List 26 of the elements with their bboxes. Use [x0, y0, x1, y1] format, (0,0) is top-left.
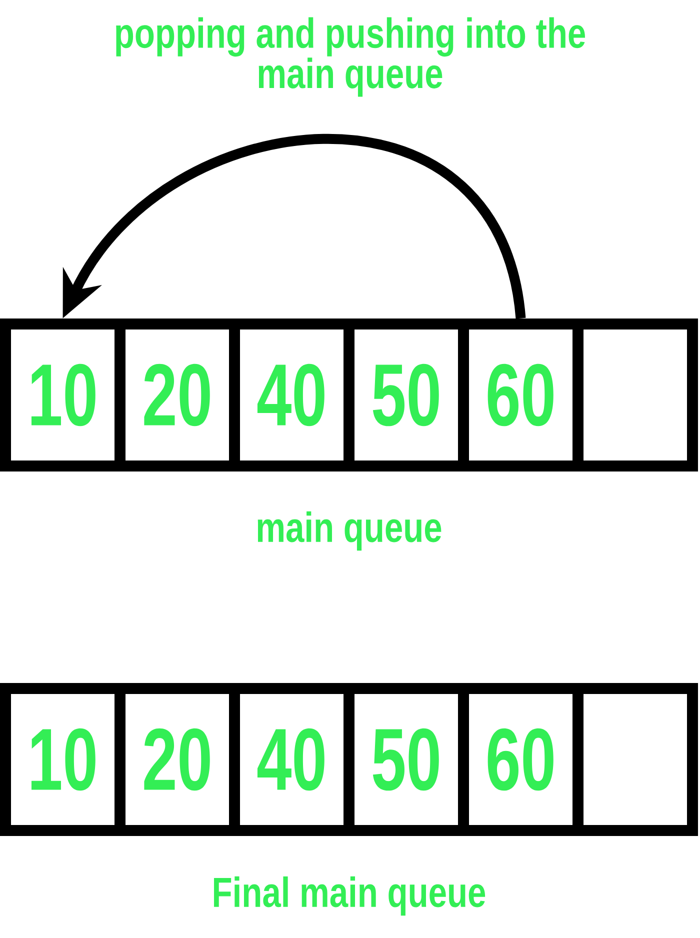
node-label: 20: [144, 364, 210, 426]
queue-cell: 20: [126, 318, 240, 472]
queue-cell: 50: [354, 318, 469, 472]
queue-cell: 10: [0, 683, 126, 836]
queue-cell: 40: [240, 683, 354, 836]
queue-cell: [584, 683, 698, 836]
row-caption: Final main queue: [214, 876, 486, 916]
node-label: 10: [31, 728, 96, 791]
queue-cell: 60: [469, 318, 584, 472]
node-label: 40: [257, 728, 324, 791]
node-label: 10: [31, 364, 96, 426]
node-label: 60: [488, 364, 554, 426]
queue-cell: 60: [469, 683, 584, 836]
queue-cell: 40: [240, 318, 354, 472]
node-label: 60: [488, 728, 554, 791]
node-label: 40: [257, 364, 324, 426]
curved-arrow: [62, 134, 526, 320]
node-label: 20: [144, 728, 210, 791]
annotation-text: popping and pushing into the main queue: [116, 17, 585, 97]
queue-cell: 50: [354, 683, 469, 836]
queue-cell: 10: [0, 318, 126, 472]
row-caption: main queue: [258, 511, 442, 551]
queue-cell: [584, 318, 698, 472]
node-label: 50: [372, 728, 439, 791]
node-label: 50: [372, 364, 439, 426]
queue-cell: 20: [126, 683, 240, 836]
